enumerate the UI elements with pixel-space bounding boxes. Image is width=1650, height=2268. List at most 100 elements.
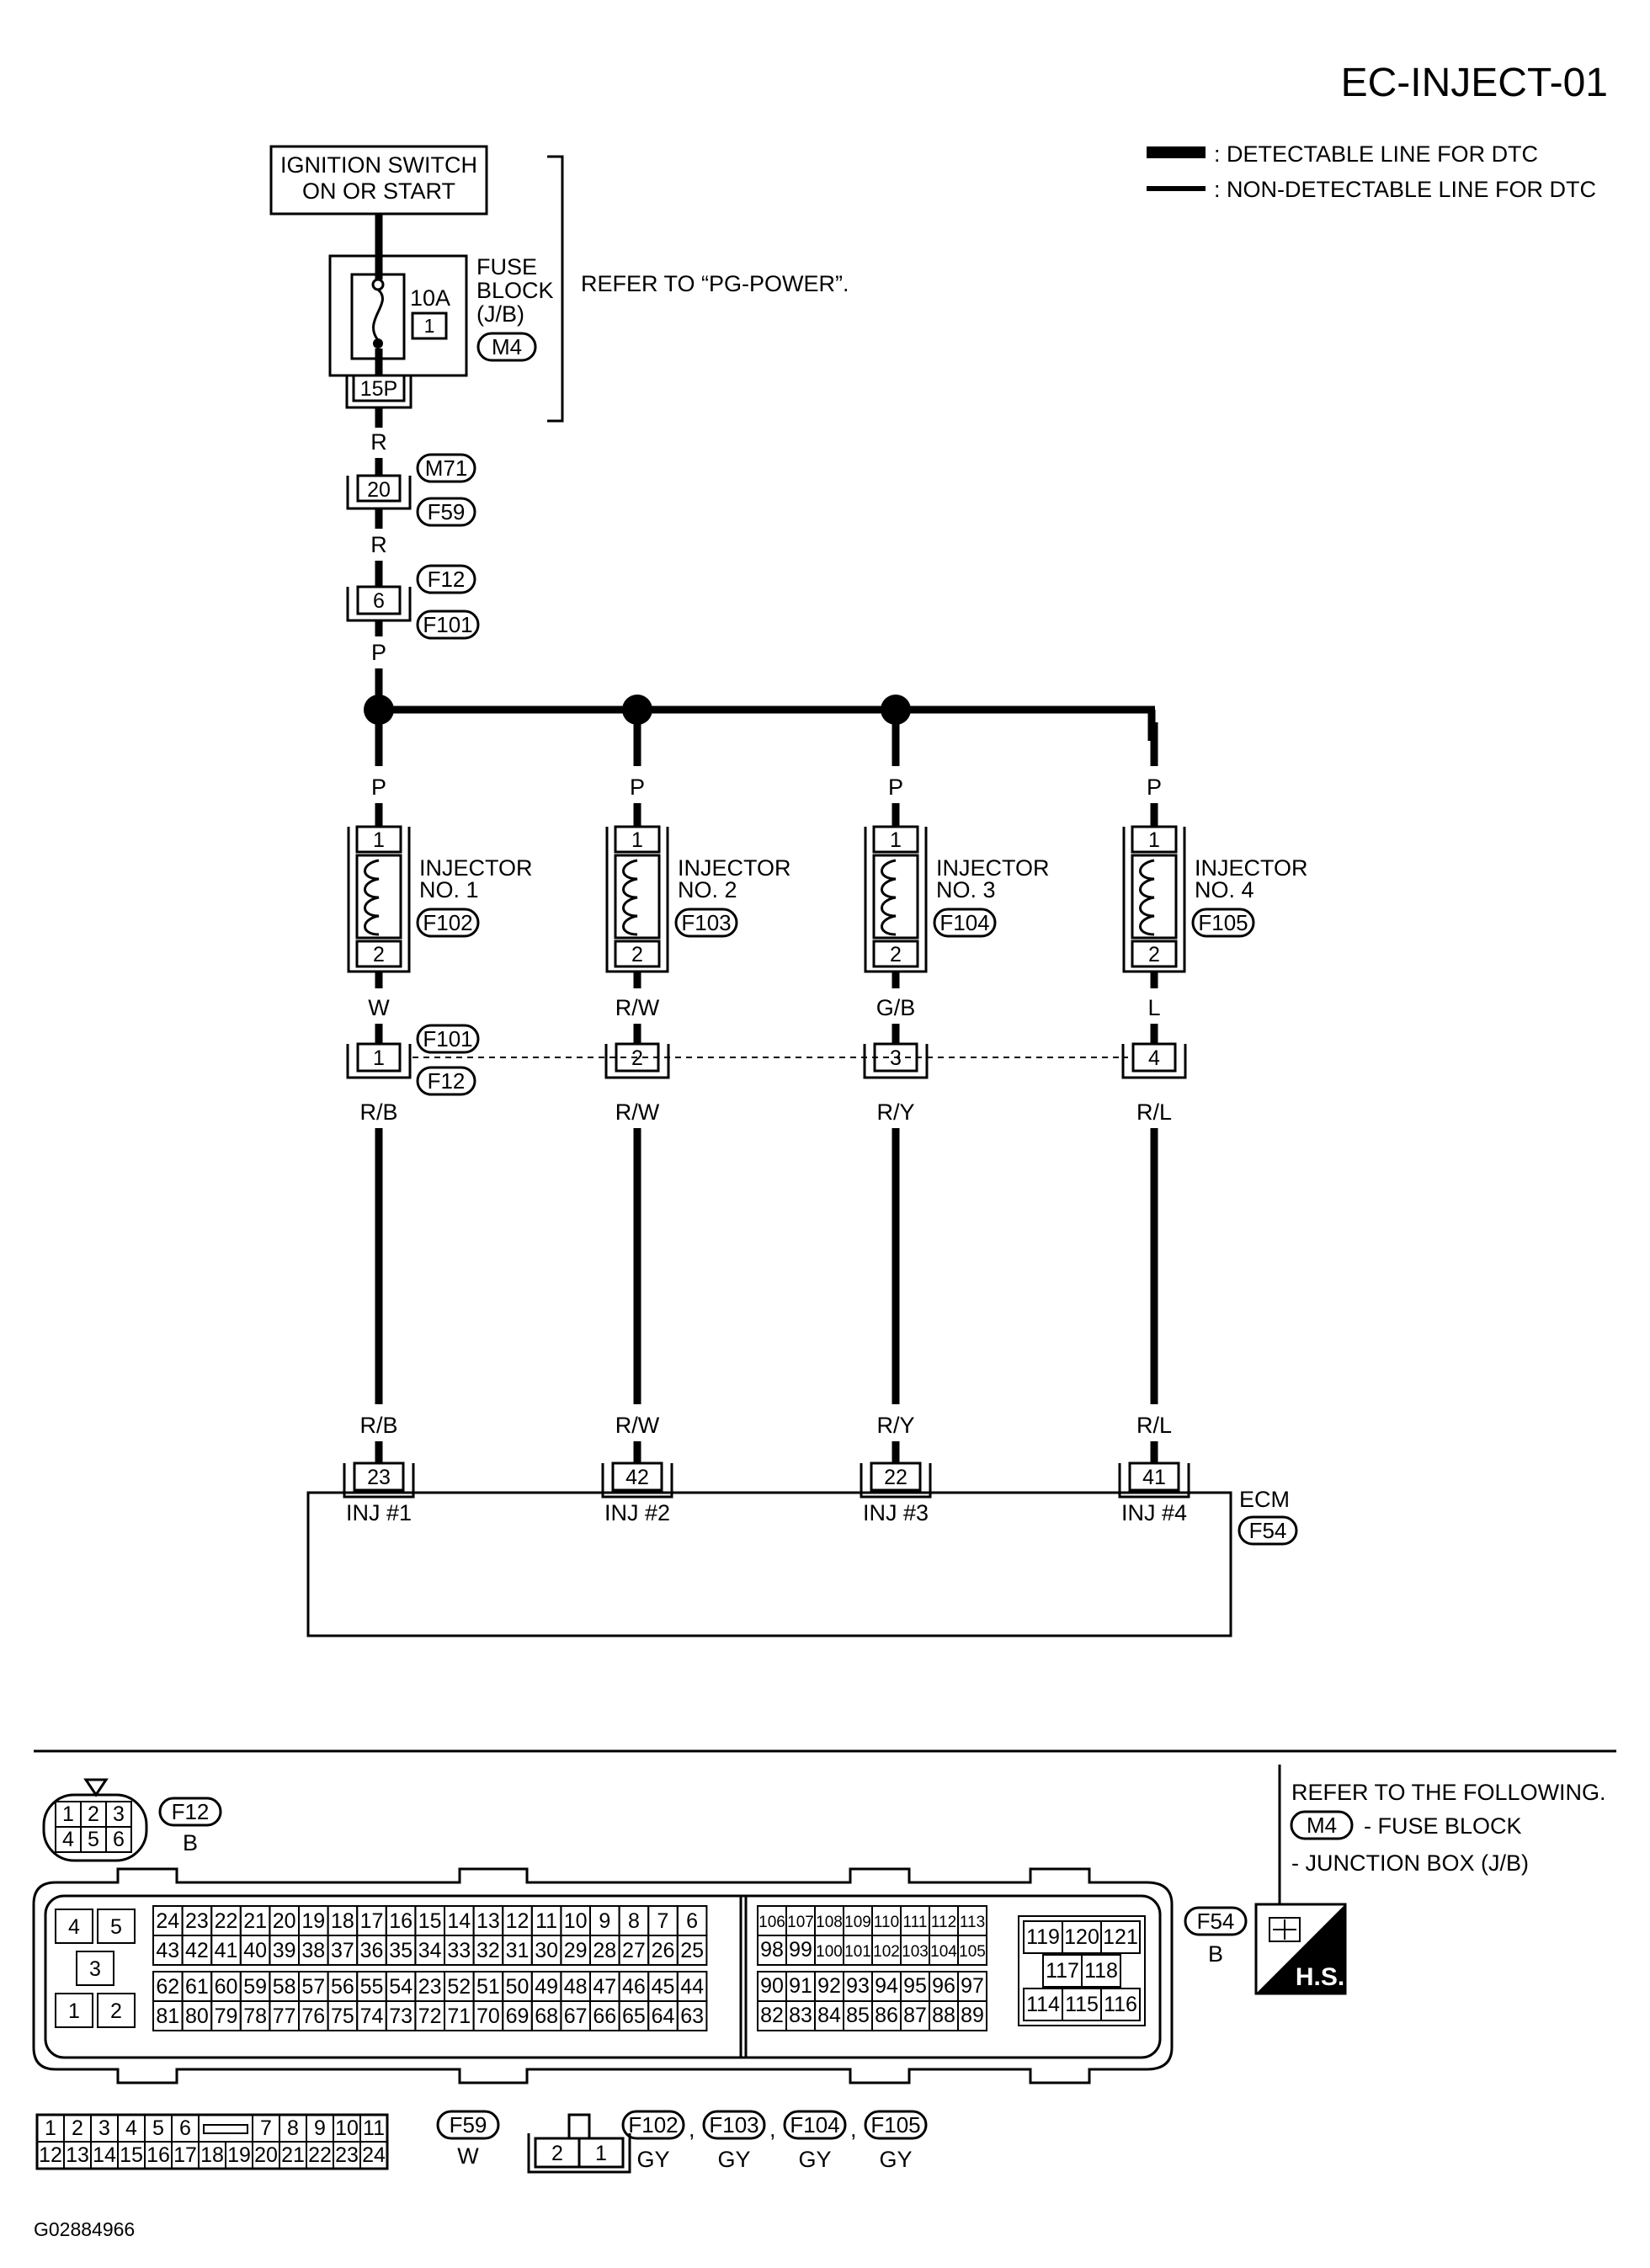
f59-face-label: F59 — [450, 2112, 487, 2138]
f54-face-pin-119: 119 — [1026, 1925, 1060, 1949]
injector-1-label-2: NO. 1 — [419, 877, 479, 902]
f54-face-pin-44: 44 — [680, 1975, 704, 1999]
f54-face-pin-2: 2 — [110, 1999, 122, 2023]
f59-face-pin-14: 14 — [93, 2143, 116, 2167]
harness-connector-m71-f59: 20 M71 F59 — [346, 453, 476, 527]
f54-face-pin-6: 6 — [686, 1909, 698, 1933]
fuse-pin: 15P — [360, 377, 397, 401]
f54-face-pin-65: 65 — [622, 2004, 646, 2028]
f54-face-pin-9: 9 — [599, 1909, 610, 1933]
f54-face-pin-66: 66 — [593, 2004, 616, 2028]
injector-4-output-wire: L — [1147, 995, 1160, 1020]
f54-face-pin-13: 13 — [476, 1909, 500, 1933]
f54-face-pin-110: 110 — [874, 1914, 899, 1931]
f12-face-pin-3: 3 — [113, 1802, 125, 1826]
injector-1-pin-1: 1 — [373, 828, 385, 852]
injector-2-connector: F103 — [681, 910, 731, 935]
inj-face-badge-F104: F104 — [790, 2112, 839, 2138]
f54-face-pin-41: 41 — [215, 1939, 238, 1962]
f54-face-pin-78: 78 — [243, 2004, 267, 2028]
injector-3-ecm-wire-upper: R/Y — [876, 1099, 914, 1125]
injector-4-label-1: INJECTOR — [1195, 855, 1308, 881]
f54-face-pin-73: 73 — [389, 2004, 412, 2028]
fuse-connector-label: M4 — [492, 334, 522, 359]
f54-face-pin-75: 75 — [331, 2004, 354, 2028]
injector-3-ecm-wire-lower: R/Y — [876, 1413, 914, 1438]
coil-icon — [364, 859, 380, 936]
f54-face-pin-93: 93 — [846, 1974, 870, 1998]
f59-face-pin-18: 18 — [200, 2143, 224, 2167]
f59-face-pin-4: 4 — [125, 2116, 137, 2140]
ecm-connector-label: F54 — [1249, 1518, 1287, 1543]
f59-face-pin-19: 19 — [227, 2143, 251, 2167]
injector-4-ecm-wire-lower: R/L — [1136, 1413, 1172, 1438]
refer-m4: M4 — [1307, 1813, 1337, 1838]
fuse-number: 1 — [424, 315, 435, 337]
f54-face-pin-40: 40 — [243, 1939, 267, 1962]
junction-pin-1: 1 — [373, 1046, 385, 1070]
f54-face-pin-17: 17 — [360, 1909, 384, 1933]
f54-face-pin-7: 7 — [657, 1909, 669, 1933]
legend-detectable-swatch — [1147, 146, 1206, 158]
inj-face-color-2: GY — [717, 2147, 750, 2172]
wire-color-p: P — [371, 640, 386, 665]
injector-1-ecm-wire-lower: R/B — [359, 1413, 397, 1438]
f54-face-pin-59: 59 — [243, 1975, 267, 1999]
f54-face-pin-96: 96 — [932, 1974, 955, 1998]
f59-face-pin-21: 21 — [281, 2143, 305, 2167]
injector-3-label-2: NO. 3 — [936, 877, 996, 902]
f54-face-pin-77: 77 — [273, 2004, 296, 2028]
f54-face-pin-34: 34 — [418, 1939, 442, 1962]
f54-face-pin-86: 86 — [875, 2004, 898, 2027]
injector-2-output-wire: R/W — [615, 995, 660, 1020]
f54-face-pin-50: 50 — [506, 1975, 530, 1999]
f12-face-color: B — [183, 1830, 198, 1855]
f54-face-pin-63: 63 — [680, 2004, 704, 2028]
f54-face-pin-85: 85 — [846, 2004, 870, 2027]
refer-title: REFER TO THE FOLLOWING. — [1291, 1780, 1606, 1805]
f54-face-pin-23: 23 — [185, 1909, 209, 1933]
f54-face-pin-98: 98 — [760, 1938, 784, 1962]
f54-face-pin-52: 52 — [447, 1975, 471, 1999]
f54-face-pin-30: 30 — [535, 1939, 558, 1962]
inj-face-separator-1: , — [689, 2116, 695, 2142]
f54-face-pin-112: 112 — [931, 1914, 956, 1931]
inj-face-separator-2: , — [769, 2116, 776, 2142]
connector-badge-f12: F12 — [428, 567, 466, 592]
f54-face-pin-87: 87 — [903, 2004, 927, 2027]
f54-face-pin-100: 100 — [816, 1943, 843, 1961]
f54-face-pin-111: 111 — [903, 1914, 928, 1931]
injector-2-supply-wire: P — [630, 775, 645, 800]
injector-3-pin-2: 2 — [890, 943, 902, 966]
connector-badge-f101: F101 — [423, 612, 472, 637]
f54-face-pin-21: 21 — [243, 1909, 267, 1933]
f54-face-pin-23: 23 — [418, 1975, 442, 1999]
f54-face-pin-20: 20 — [273, 1909, 296, 1933]
f59-face-pin-13: 13 — [66, 2143, 89, 2167]
f54-face-pin-22: 22 — [215, 1909, 238, 1933]
connector-badge-f59: F59 — [428, 499, 466, 524]
junction-pin-4: 4 — [1148, 1046, 1160, 1070]
f54-face-pin-88: 88 — [932, 2004, 955, 2027]
inj-face-color-3: GY — [798, 2147, 831, 2172]
injector-3-label-1: INJECTOR — [936, 855, 1050, 881]
f54-face-pin-33: 33 — [447, 1939, 471, 1962]
f59-face-pin-15: 15 — [120, 2143, 143, 2167]
legend-non-detectable-swatch — [1147, 186, 1206, 191]
f54-face-pin-32: 32 — [476, 1939, 500, 1962]
f59-face-pin-2: 2 — [72, 2116, 83, 2140]
f59-face-pin-1: 1 — [45, 2116, 56, 2140]
f12-face-pin-6: 6 — [113, 1828, 125, 1851]
harness-pin-6: 6 — [373, 589, 385, 613]
injector-4-supply-wire: P — [1147, 775, 1162, 800]
f54-face-pin-18: 18 — [331, 1909, 354, 1933]
wire-color-r2: R — [370, 532, 387, 557]
f54-face-pin-79: 79 — [215, 2004, 238, 2028]
ignition-switch-label-1: IGNITION SWITCH — [280, 152, 477, 178]
f59-face-pin-12: 12 — [39, 2143, 62, 2167]
injector-2-pin-2: 2 — [631, 943, 643, 966]
injector-3-output-wire: G/B — [876, 995, 916, 1020]
f54-face-pin-108: 108 — [816, 1914, 843, 1931]
